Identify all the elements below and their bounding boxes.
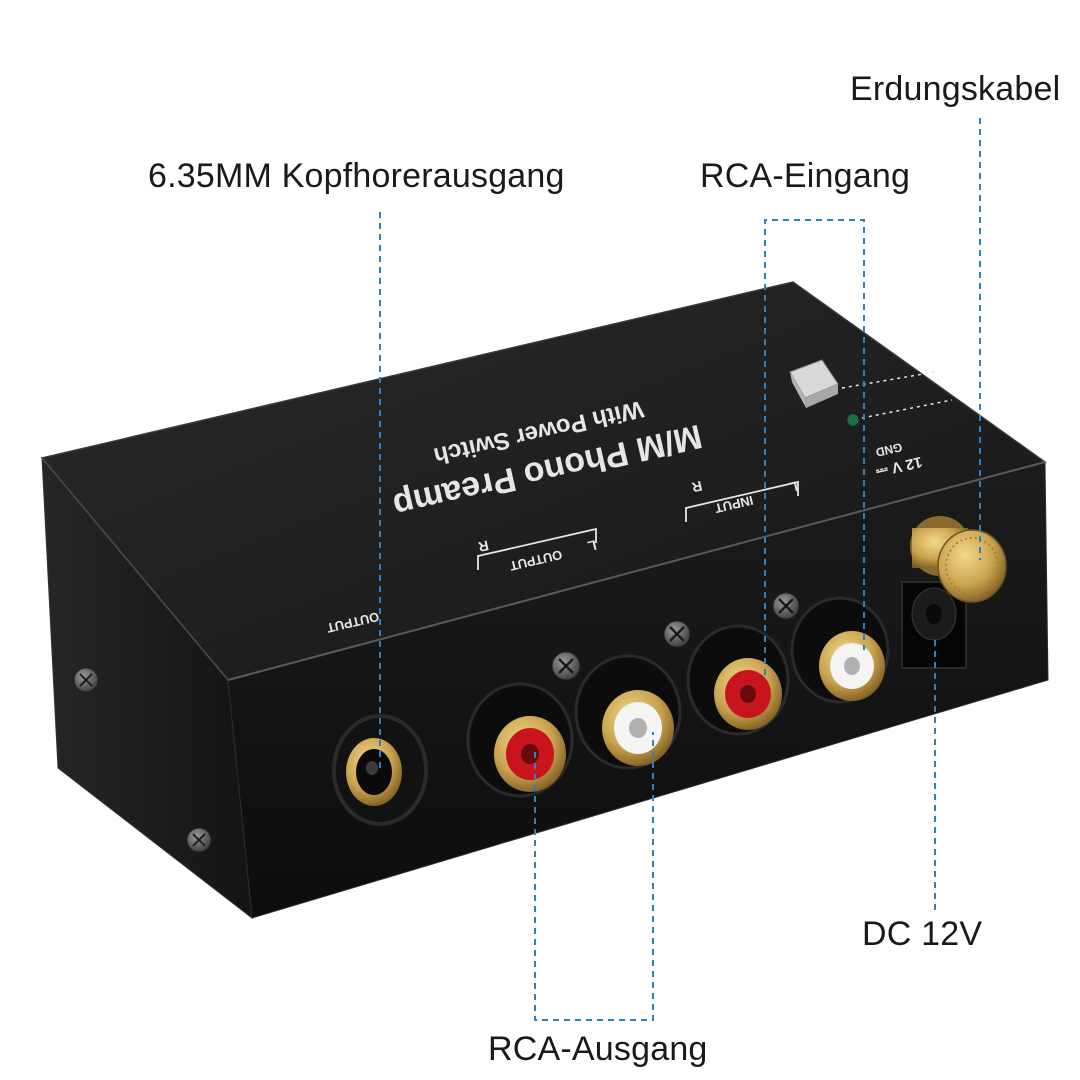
rca-output-right-jack-icon [466,682,574,798]
ground-cable-callout: Erdungskabel [850,70,1061,108]
side-screw-icon [186,827,212,853]
input-r-print: R [690,478,703,496]
gnd-print: GND [874,440,903,460]
panel-screw-icon [772,592,800,620]
rca-input-right-jack-icon [686,624,790,736]
headphone-output-callout: 6.35MM Kopfhorerausgang [148,157,565,195]
rca-output-callout: RCA-Ausgang [488,1030,708,1068]
side-screw-icon [73,667,99,693]
headphone-jack-icon [332,714,428,826]
output-r-print: R [477,537,490,555]
power-switch-button[interactable] [789,359,839,408]
rca-input-callout: RCA-Eingang [700,157,911,195]
rca-output-leader-bracket [534,732,654,1021]
panel-screw-icon [551,651,581,681]
output-l-print: L [586,537,598,555]
dc-12v-callout: DC 12V [862,915,983,953]
rca-output-left-jack-icon [574,654,682,770]
power-led-icon [846,413,860,427]
ground-terminal-knob-icon[interactable] [910,516,1007,603]
rca-input-left-jack-icon [790,596,890,704]
panel-screw-icon [663,620,691,648]
